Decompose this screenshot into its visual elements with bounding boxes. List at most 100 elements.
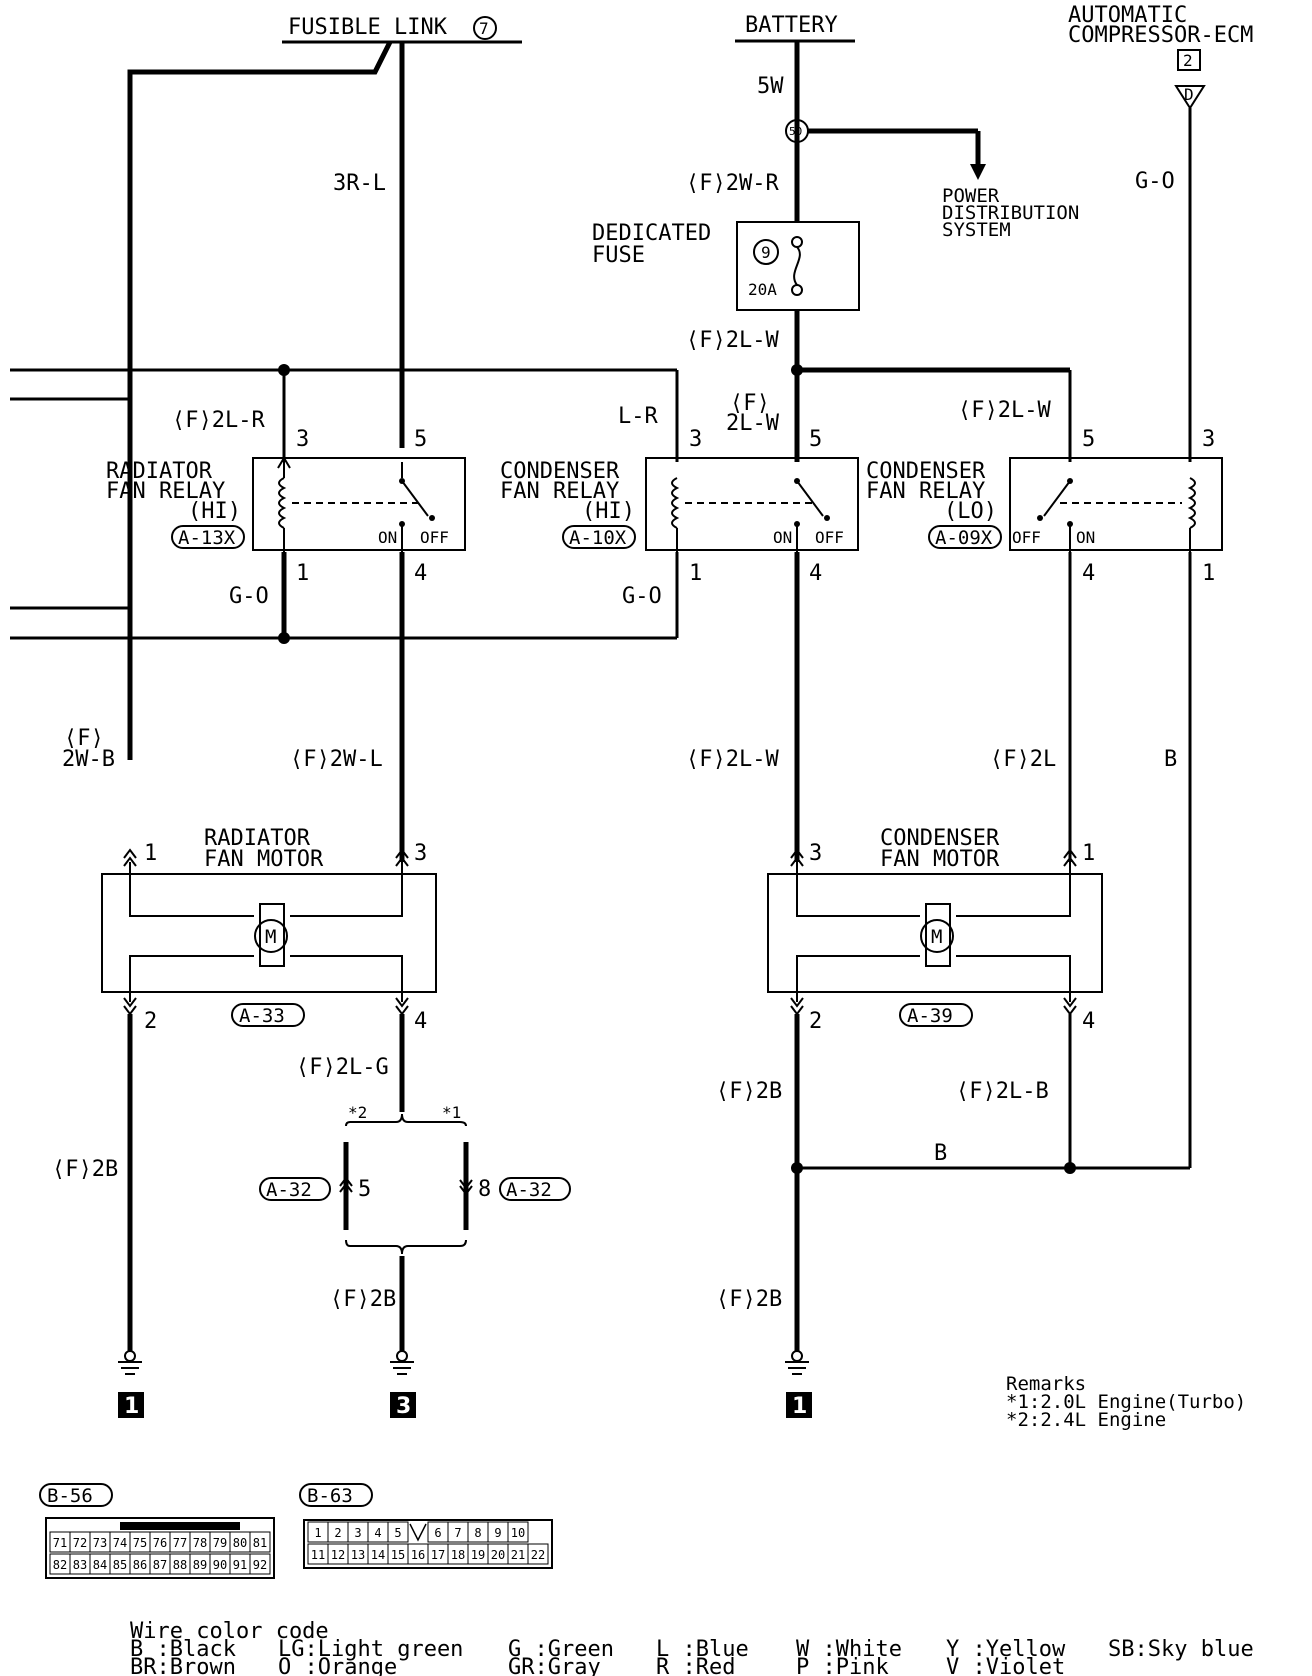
svg-text:2L-W: 2L-W (726, 411, 780, 436)
svg-text:SB:Sky blue: SB:Sky blue (1108, 1637, 1254, 1662)
svg-text:DISTRIBUTION: DISTRIBUTION (942, 202, 1079, 224)
radiator-fan-relay-hi: RADIATOR FAN RELAY (HI) A-13X ON OFF 3 5… (106, 427, 466, 586)
b56-pin-label: 90 (213, 1558, 227, 1572)
b63-pin-label: 9 (494, 1526, 501, 1540)
svg-text:20A: 20A (748, 280, 777, 299)
svg-text:⟨F⟩2L-G: ⟨F⟩2L-G (296, 1055, 389, 1080)
wire-radiator-feed (127, 40, 393, 760)
svg-text:⟨F⟩2L-W: ⟨F⟩2L-W (958, 398, 1051, 423)
svg-text:BR:Brown: BR:Brown (130, 1655, 236, 1676)
svg-text:FAN MOTOR: FAN MOTOR (204, 847, 324, 872)
svg-text:A-13X: A-13X (178, 527, 236, 549)
svg-text:M: M (931, 926, 942, 948)
svg-text:⟨F⟩2L-W: ⟨F⟩2L-W (686, 328, 779, 353)
svg-text:ON: ON (1076, 528, 1095, 547)
b63-pin-label: 21 (511, 1548, 525, 1562)
svg-text:FUSIBLE LINK: FUSIBLE LINK (288, 15, 448, 40)
svg-text:A-32: A-32 (266, 1179, 312, 1201)
svg-text:Remarks: Remarks (1006, 1373, 1086, 1395)
b56-pin-label: 84 (93, 1558, 107, 1572)
svg-text:B :Black: B :Black (130, 1637, 236, 1662)
b56-pin-label: 80 (233, 1536, 247, 1550)
b63-pin-label: 1 (314, 1526, 321, 1540)
b63-pin-label: 7 (454, 1526, 461, 1540)
b63-pin (507, 1521, 529, 1543)
wire-color-code: Wire color code B :Black BR:Brown LG:Lig… (130, 1619, 1254, 1676)
arrow-power-distribution (970, 164, 986, 180)
svg-text:⟨F⟩2W-L: ⟨F⟩2W-L (290, 747, 383, 772)
svg-text:G :Green: G :Green (508, 1637, 614, 1662)
svg-text:4: 4 (414, 1009, 427, 1034)
remarks: Remarks *1:2.0L Engine(Turbo) *2:2.4L En… (1006, 1373, 1246, 1431)
b63-key-notch (409, 1523, 427, 1542)
svg-text:GR:Gray: GR:Gray (508, 1655, 601, 1676)
ground-1-right: 1 (785, 1350, 812, 1419)
svg-text:(LO): (LO) (944, 499, 997, 524)
b63-pin-label: 20 (491, 1548, 505, 1562)
b56-pin (249, 1531, 271, 1553)
b56-pin-label: 83 (73, 1558, 87, 1572)
svg-text:DEDICATED: DEDICATED (592, 221, 711, 246)
svg-text:3: 3 (296, 427, 309, 452)
svg-text:⟨F⟩2B: ⟨F⟩2B (330, 1287, 396, 1312)
b56-pin-label: 81 (253, 1536, 267, 1550)
svg-text:1: 1 (144, 841, 157, 866)
b63-pin-label: 18 (451, 1548, 465, 1562)
svg-text:FAN RELAY: FAN RELAY (866, 479, 985, 504)
svg-text:M: M (265, 926, 276, 948)
svg-text:9: 9 (761, 243, 771, 262)
svg-text:A-32: A-32 (506, 1179, 552, 1201)
b56-pin-label: 82 (53, 1558, 67, 1572)
b56-pin-label: 74 (113, 1536, 127, 1550)
b63-pin (527, 1543, 549, 1565)
svg-text:ON: ON (378, 528, 397, 547)
b56-pin-label: 79 (213, 1536, 227, 1550)
svg-text:4: 4 (1082, 1009, 1095, 1034)
b56-pin-label: 91 (233, 1558, 247, 1572)
battery-header: BATTERY (735, 13, 855, 43)
svg-text:OFF: OFF (1012, 528, 1041, 547)
svg-text:BATTERY: BATTERY (745, 13, 838, 38)
svg-text:⟨F⟩2W-R: ⟨F⟩2W-R (686, 171, 779, 196)
svg-text:FAN MOTOR: FAN MOTOR (880, 847, 1000, 872)
svg-text:A-10X: A-10X (569, 527, 627, 549)
svg-text:G-O: G-O (1135, 169, 1175, 194)
svg-text:4: 4 (414, 561, 427, 586)
svg-text:B-56: B-56 (47, 1485, 93, 1507)
svg-text:5: 5 (809, 427, 822, 452)
svg-text:Y :Yellow: Y :Yellow (946, 1637, 1066, 1662)
condenser-fan-relay-lo: CONDENSER FAN RELAY (LO) A-09X OFF ON 5 … (866, 427, 1223, 586)
svg-text:⟨F⟩2L: ⟨F⟩2L (990, 747, 1056, 772)
svg-text:B: B (1164, 747, 1177, 772)
svg-text:4: 4 (1082, 561, 1095, 586)
b63-pin-label: 19 (471, 1548, 485, 1562)
svg-text:*2:2.4L Engine: *2:2.4L Engine (1006, 1409, 1166, 1431)
svg-text:3: 3 (809, 841, 822, 866)
b56-pin-label: 85 (113, 1558, 127, 1572)
svg-text:AUTOMATIC: AUTOMATIC (1068, 3, 1187, 28)
svg-text:5: 5 (1082, 427, 1095, 452)
b63-pin-label: 13 (351, 1548, 365, 1562)
svg-text:Wire color code: Wire color code (130, 1619, 329, 1644)
svg-text:⟨F⟩2L-R: ⟨F⟩2L-R (172, 408, 265, 433)
fusible-link-header: FUSIBLE LINK 7 (282, 15, 522, 44)
b56-pin-label: 86 (133, 1558, 147, 1572)
condenser-fan-relay-hi: CONDENSER FAN RELAY (HI) A-10X ON OFF 3 … (500, 427, 859, 586)
svg-text:FAN RELAY: FAN RELAY (500, 479, 619, 504)
b63-pin-label: 2 (334, 1526, 341, 1540)
b63-pin-label: 17 (431, 1548, 445, 1562)
svg-text:3: 3 (689, 427, 702, 452)
b63-pin-label: 4 (374, 1526, 381, 1540)
b56-pin-label: 71 (53, 1536, 67, 1550)
svg-text:CONDENSER: CONDENSER (866, 459, 986, 484)
svg-text:5: 5 (414, 427, 427, 452)
b63-pin-label: 12 (331, 1548, 345, 1562)
b63-pin-label: 15 (391, 1548, 405, 1562)
svg-text:3: 3 (414, 841, 427, 866)
engine-variant-branch: *2 *1 5 8 A-32 A-32 (259, 1103, 571, 1255)
b63-pin (387, 1521, 409, 1543)
svg-text:R :Red: R :Red (656, 1655, 735, 1676)
